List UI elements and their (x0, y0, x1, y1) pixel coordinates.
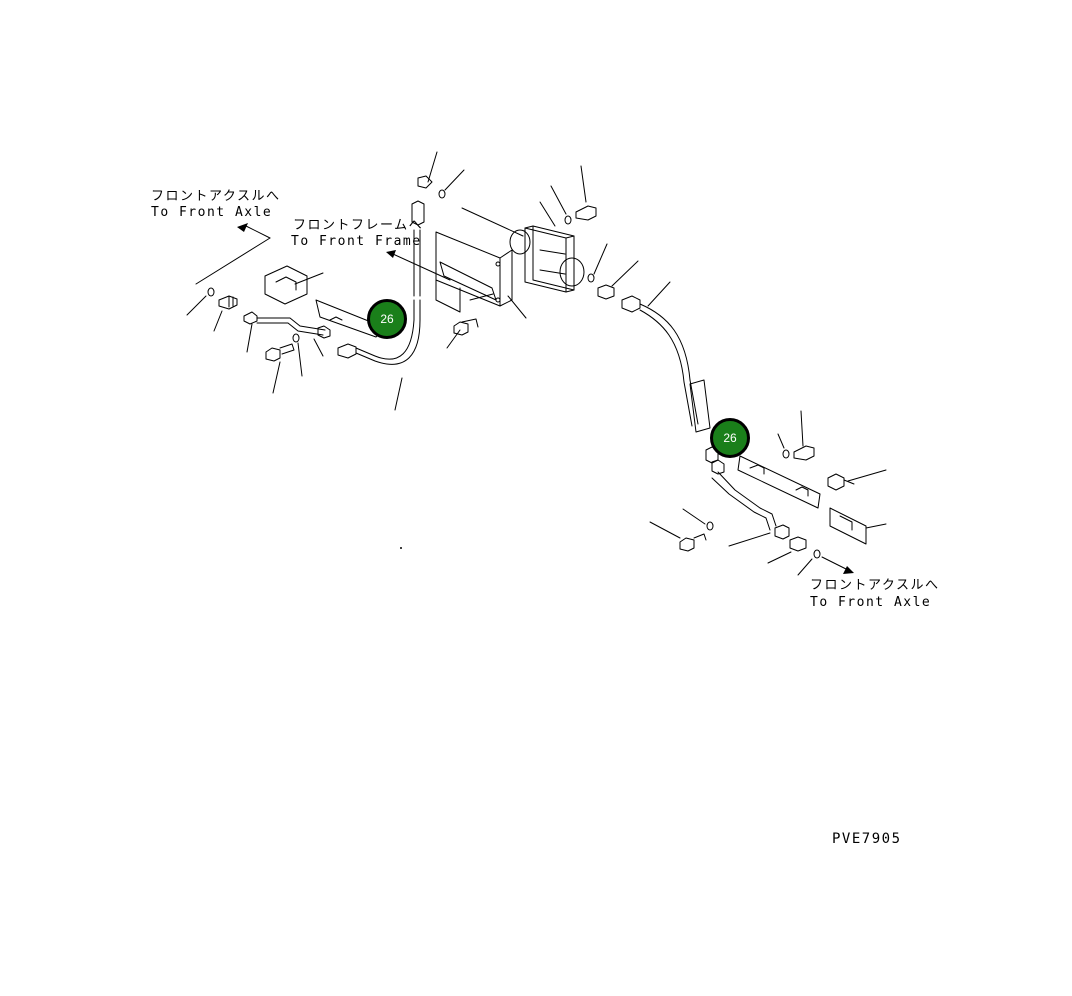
front-frame-label-en: To Front Frame (291, 234, 422, 249)
front-axle-left-label-jp: フロントアクスルへ (151, 189, 281, 204)
center-assembly (435, 165, 639, 319)
front-frame-label-jp: フロントフレームへ (293, 218, 424, 233)
front-axle-right-label-en: To Front Axle (810, 595, 932, 610)
part-hotspot-26[interactable]: 26 (367, 299, 407, 339)
drawing-code: PVE7905 (832, 831, 902, 847)
part-hotspot-26[interactable]: 26 (710, 418, 750, 458)
front-axle-left-label-en: To Front Axle (151, 205, 273, 220)
front-axle-right-label-jp: フロントアクスルへ (810, 578, 940, 593)
right-assembly (400, 281, 887, 576)
left-assembly (186, 151, 479, 411)
